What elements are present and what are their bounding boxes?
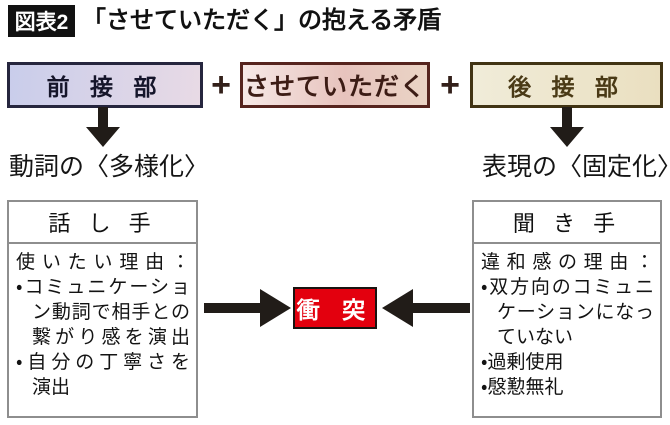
left-arrow-stem	[412, 303, 470, 313]
expression-fixation-label: 表現の〈固定化〉	[482, 153, 670, 181]
listener-reason-line: ていない	[497, 327, 574, 348]
plus-icon: +	[440, 65, 460, 104]
collision-box: 衝 突	[293, 287, 377, 329]
speaker-panel-body: 使いたい理由： ・コミュニケーショ ン動詞で相手との 繋がり感を演出 ・自分の丁…	[9, 244, 196, 400]
listener-reason-line: ・過剰使用	[481, 352, 564, 373]
arrow-head	[86, 127, 120, 147]
listener-reason-line: 違和感の理由：	[481, 252, 654, 273]
speaker-reason-line: ン動詞で相手との	[32, 302, 190, 323]
sasete-itadaku-box: させていただく	[240, 62, 430, 108]
speaker-reason-line: 演出	[32, 377, 71, 398]
arrow-stem	[562, 107, 572, 128]
left-arrow-icon	[382, 289, 413, 327]
speaker-reason-line: 繋がり感を演出	[32, 327, 190, 348]
plus-icon: +	[211, 65, 231, 104]
figure-title: 「させていただく」の抱える矛盾	[82, 7, 442, 34]
listener-panel: 聞 き 手 違和感の理由： ・双方向のコミュニ ケーションになっ ていない ・過…	[472, 200, 662, 418]
front-part-box: 前 接 部	[7, 62, 203, 108]
listener-reason-line: ・慇懃無礼	[481, 377, 564, 398]
figure-number-badge: 図表2	[8, 5, 75, 37]
arrow-stem	[98, 107, 108, 128]
listener-reason-line: ・双方向のコミュニ	[481, 277, 654, 298]
listener-reason-line: ケーションになっ	[497, 302, 654, 323]
speaker-panel-title: 話 し 手	[9, 202, 196, 244]
verb-diversification-label: 動詞の〈多様化〉	[9, 153, 210, 181]
right-arrow-stem	[204, 303, 260, 313]
speaker-reason-line: ・自分の丁寧さを	[16, 352, 190, 373]
speaker-panel: 話 し 手 使いたい理由： ・コミュニケーショ ン動詞で相手との 繋がり感を演出…	[7, 200, 198, 418]
listener-panel-title: 聞 き 手	[474, 202, 660, 244]
speaker-reason-line: ・コミュニケーショ	[16, 277, 190, 298]
arrow-head	[550, 127, 584, 147]
back-part-box: 後 接 部	[470, 62, 663, 108]
speaker-reason-line: 使いたい理由：	[16, 252, 190, 273]
listener-panel-body: 違和感の理由： ・双方向のコミュニ ケーションになっ ていない ・過剰使用 ・慇…	[474, 244, 660, 400]
right-arrow-icon	[260, 289, 291, 327]
